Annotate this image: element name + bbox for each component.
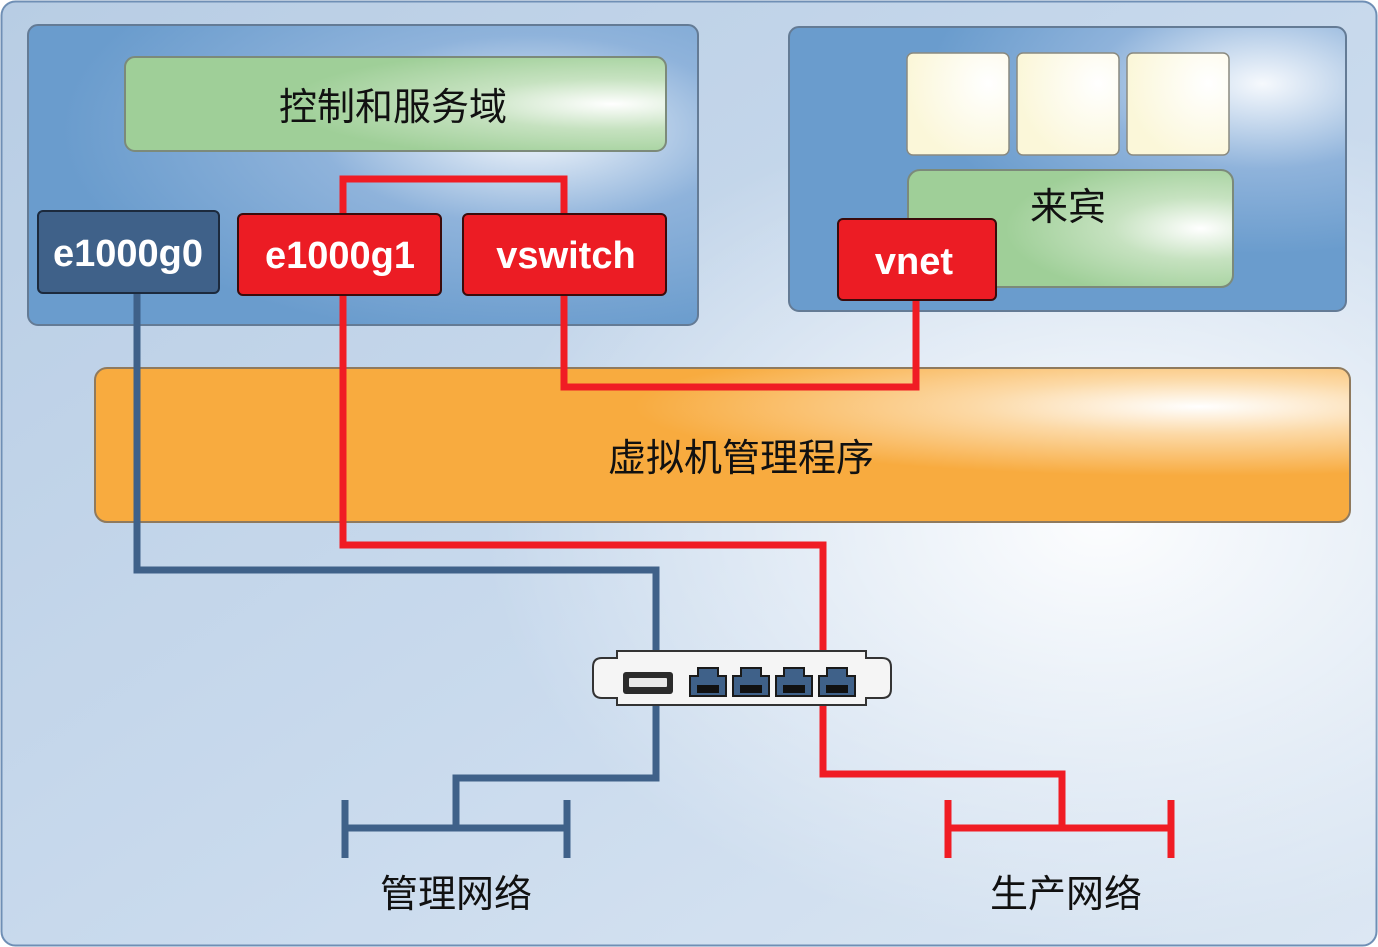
nic-management-network-link [452, 700, 660, 828]
production-network-label: 生产网络 [990, 872, 1142, 916]
e1000g0-interface [37, 210, 220, 294]
vswitch-interface [462, 213, 667, 296]
ethernet-port-icon [818, 667, 856, 697]
production-links [339, 175, 1066, 828]
vswitch-label: vswitch [496, 235, 635, 277]
hypervisor-title: 虚拟机管理程序 [608, 436, 874, 480]
e1000g1-label: e1000g1 [265, 235, 415, 277]
control-domain-title: 控制和服务域 [279, 85, 507, 129]
e1000g1-vswitch-link [339, 175, 568, 215]
production-network-bus [944, 800, 1175, 858]
vswitch-vnet-link [560, 295, 920, 391]
guest-app-slot [1016, 52, 1120, 156]
ethernet-port-icon [689, 667, 727, 697]
e1000g1-interface [237, 213, 442, 296]
vnet-interface [837, 218, 997, 301]
usb-port-icon [623, 672, 673, 694]
management-links [133, 292, 660, 828]
network-card-icon [592, 650, 892, 706]
vnet-label: vnet [875, 241, 953, 283]
hypervisor-bar [94, 367, 1351, 523]
ethernet-port-icon [732, 667, 770, 697]
e1000g0-label: e1000g0 [53, 233, 203, 275]
control-domain-label-box [124, 56, 667, 152]
e1000g1-nic-link [339, 295, 827, 665]
ethernet-port-icon [775, 667, 813, 697]
guest-app-slot [1126, 52, 1230, 156]
guest-app-slot [906, 52, 1010, 156]
management-network-bus [341, 800, 571, 858]
nic-production-network-link [819, 700, 1066, 828]
management-network-label: 管理网络 [380, 872, 532, 916]
e1000g0-nic-link [133, 292, 660, 665]
guest-title: 来宾 [1030, 185, 1106, 229]
